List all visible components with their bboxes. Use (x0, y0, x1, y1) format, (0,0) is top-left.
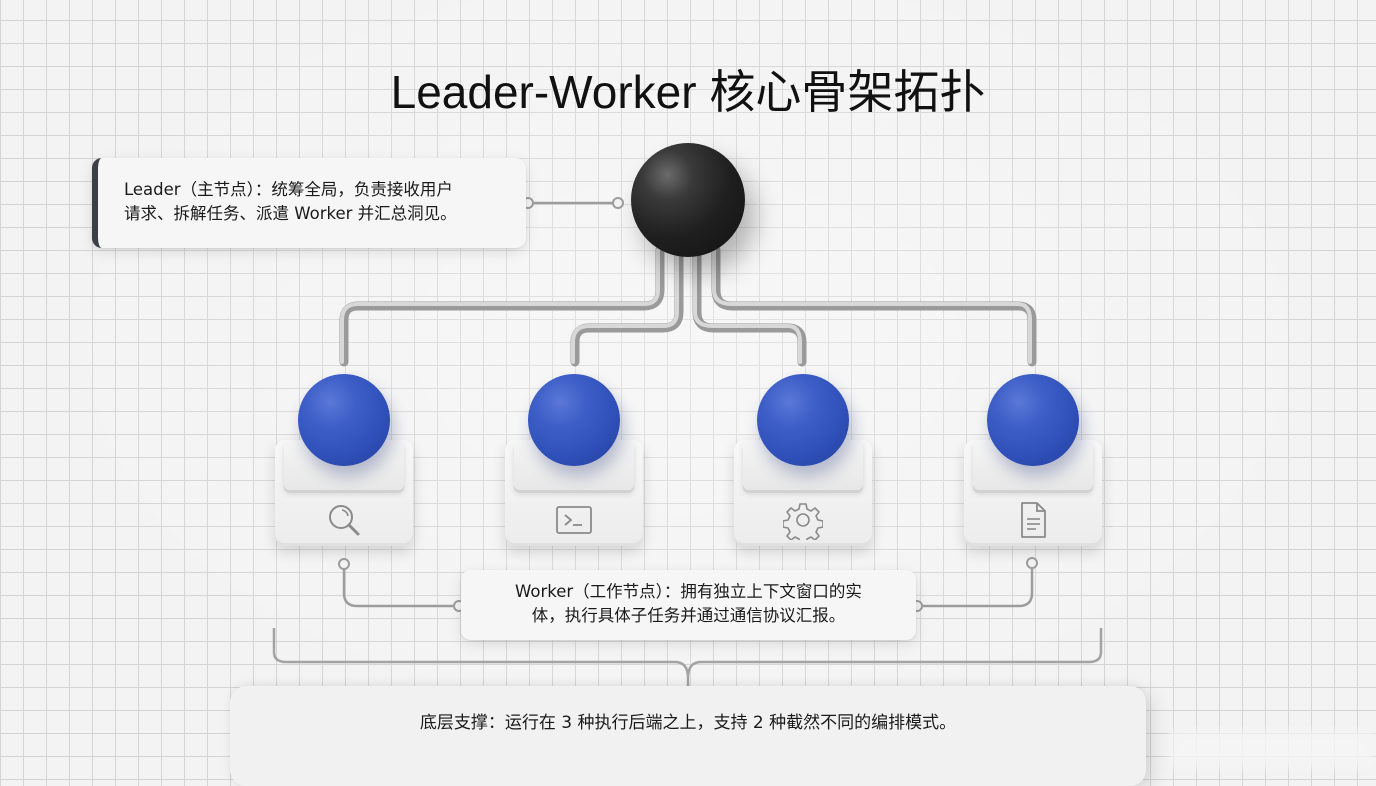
worker-sphere (757, 374, 849, 466)
worker-description-line2: 体，执行具体子任务并通过通信协议汇报。 (531, 606, 846, 625)
foundation-card: 底层支撑：运行在 3 种执行后端之上，支持 2 种截然不同的编排模式。 (230, 686, 1146, 786)
worker-sphere (987, 374, 1079, 466)
worker-node-document (964, 360, 1104, 550)
worker-node-settings (734, 360, 874, 550)
leader-connector (522, 197, 624, 209)
leader-node (631, 143, 745, 257)
worker-node-search (275, 360, 415, 550)
leader-pipes (339, 245, 1037, 367)
worker-node-terminal (505, 360, 645, 550)
leader-description-card: Leader（主节点）：统筹全局，负责接收用户 请求、拆解任务、派遣 Worke… (92, 158, 526, 248)
worker-connectors (342, 568, 1034, 608)
terminal-icon (554, 500, 594, 540)
search-icon (324, 500, 364, 540)
worker-description-line1: Worker（工作节点）：拥有独立上下文窗口的实 (515, 582, 862, 601)
worker-sphere (528, 374, 620, 466)
bracket (272, 628, 1103, 686)
diagram-title: Leader-Worker 核心骨架拓扑 (390, 66, 986, 118)
foundation-description: 底层支撑：运行在 3 种执行后端之上，支持 2 种截然不同的编排模式。 (419, 713, 957, 733)
worker-description-card: Worker（工作节点）：拥有独立上下文窗口的实 体，执行具体子任务并通过通信协… (461, 570, 916, 640)
worker-sphere (298, 374, 390, 466)
corner-blur (1170, 730, 1376, 768)
connector-wires (272, 197, 1103, 686)
leader-description-line1: Leader（主节点）：统筹全局，负责接收用户 (124, 180, 453, 199)
document-icon (1013, 500, 1053, 540)
gear-icon (782, 500, 824, 545)
leader-description-line2: 请求、拆解任务、派遣 Worker 并汇总洞见。 (124, 204, 457, 223)
